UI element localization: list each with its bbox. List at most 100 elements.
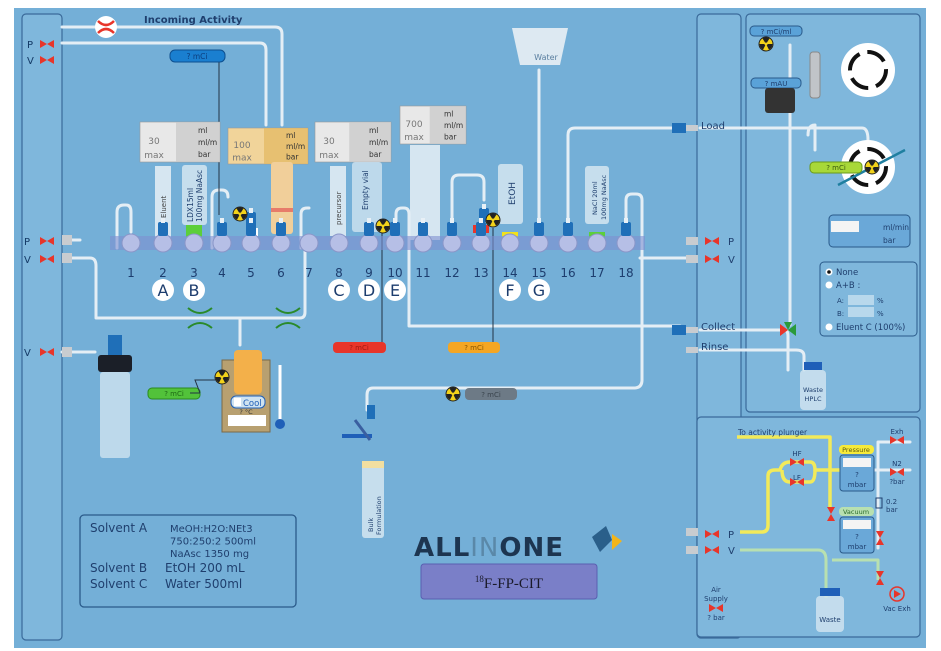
syringe-unit: ml/m bbox=[198, 138, 217, 147]
manifold-stopcock[interactable] bbox=[385, 233, 405, 253]
manifold-stopcock[interactable] bbox=[529, 233, 549, 253]
manifold-stopcock[interactable] bbox=[153, 233, 173, 253]
pressure-label: Pressure bbox=[842, 446, 870, 454]
position-number: 18 bbox=[618, 266, 633, 280]
etoh-label: EtOH bbox=[508, 182, 518, 205]
manifold-stopcock[interactable] bbox=[241, 233, 261, 253]
syringe-unit: ml/m bbox=[444, 121, 463, 130]
svg-text:?: ? bbox=[855, 533, 859, 541]
manifold-stopcock[interactable] bbox=[271, 233, 291, 253]
activity-value: ? mCi bbox=[187, 52, 208, 61]
radiation-detector-icon bbox=[445, 386, 461, 402]
radiation-detector-icon bbox=[232, 206, 248, 222]
thermometer-icon bbox=[275, 419, 285, 429]
vacuum-pump-icon[interactable] bbox=[889, 586, 905, 602]
manifold-stopcock[interactable] bbox=[299, 233, 319, 253]
manifold-stopcock[interactable] bbox=[442, 233, 462, 253]
uv-detector bbox=[765, 88, 795, 113]
flow-input[interactable] bbox=[831, 221, 859, 232]
nacl-label: 100mg NaAsc bbox=[600, 174, 608, 220]
reagent-position-marker: C bbox=[328, 279, 350, 301]
reagent-position-marker: B bbox=[183, 279, 205, 301]
svg-text:Waste: Waste bbox=[803, 386, 823, 394]
syringe-max: max bbox=[404, 133, 424, 143]
p-label: P bbox=[728, 237, 734, 248]
eluent-option-label: Eluent C (100%) bbox=[836, 323, 905, 333]
solvent-label: Solvent A bbox=[90, 521, 148, 535]
svg-text:0.2: 0.2 bbox=[886, 498, 897, 506]
manifold-stopcock[interactable] bbox=[329, 233, 349, 253]
manifold-stopcock[interactable] bbox=[558, 233, 578, 253]
eluent-option-radio[interactable]: A+B : bbox=[825, 281, 861, 291]
restrictor-icon bbox=[187, 307, 213, 329]
activity-readout-orange bbox=[448, 342, 500, 353]
regulator-icon bbox=[875, 497, 883, 509]
manifold-stopcock[interactable] bbox=[500, 233, 520, 253]
syringe-volume: 30 bbox=[148, 137, 160, 147]
position-number: 16 bbox=[560, 266, 575, 280]
activity-readout-red bbox=[333, 342, 386, 353]
bulk-label: Bulk bbox=[367, 518, 375, 532]
syringe-unit: bar bbox=[198, 150, 211, 159]
position-letter: A bbox=[158, 281, 169, 300]
left-connectors bbox=[62, 235, 72, 357]
manifold-stopcock[interactable] bbox=[212, 233, 232, 253]
manifold-stopcock[interactable] bbox=[413, 233, 433, 253]
manifold-stopcock[interactable] bbox=[184, 233, 204, 253]
svg-text:Supply: Supply bbox=[704, 595, 728, 603]
radiation-detector-icon bbox=[485, 212, 501, 228]
incoming-activity-valve[interactable] bbox=[95, 16, 117, 38]
manifold-stopcock[interactable] bbox=[616, 233, 636, 253]
position-letter: C bbox=[333, 281, 344, 300]
injection-valve-top[interactable] bbox=[841, 43, 895, 97]
air-supply-pressure: ? bar bbox=[707, 614, 725, 622]
v-label: V bbox=[728, 255, 735, 266]
syringe-unit: bar bbox=[286, 153, 299, 162]
position-letter: E bbox=[390, 281, 400, 300]
activity-value: ? mCi bbox=[464, 344, 484, 352]
radiation-detector-icon bbox=[758, 36, 774, 52]
a-percent-input[interactable] bbox=[848, 295, 874, 305]
pressure-label-badge bbox=[839, 445, 874, 454]
restrictor-icon bbox=[275, 307, 301, 329]
precursor-label: precursor bbox=[335, 191, 343, 225]
eluent-option-radio[interactable]: Eluent C (100%) bbox=[825, 323, 906, 333]
bulk-formulation-vial: Bulk Formulation bbox=[342, 405, 384, 538]
cool-toggle[interactable]: Cool bbox=[230, 395, 266, 409]
water-bag-label: Water bbox=[534, 53, 558, 62]
svg-text:Waste: Waste bbox=[819, 616, 840, 624]
syringe-unit: bar bbox=[369, 150, 382, 159]
empty-vial-label: Empty vial bbox=[361, 170, 370, 210]
manifold-stopcock[interactable] bbox=[471, 233, 491, 253]
detector-readout bbox=[749, 25, 803, 37]
product-box bbox=[420, 563, 598, 600]
detector-value: ? mCi/ml bbox=[761, 28, 792, 36]
v-label: V bbox=[24, 348, 31, 359]
incoming-activity-label: Incoming Activity bbox=[144, 15, 243, 26]
manifold-stopcock[interactable] bbox=[359, 233, 379, 253]
ldx-label: 100mg NaAsc bbox=[195, 170, 204, 222]
hf-label: HF bbox=[792, 450, 801, 458]
position-number: 15 bbox=[531, 266, 546, 280]
position-number: 7 bbox=[305, 266, 313, 280]
radiation-detector-icon bbox=[214, 369, 230, 385]
eluent-option-radio[interactable]: None bbox=[825, 268, 859, 278]
solvents-box bbox=[79, 514, 297, 608]
b-label: B: bbox=[837, 310, 844, 318]
ldx-label: LDX15ml bbox=[186, 188, 195, 222]
eluent-option-label: None bbox=[836, 268, 858, 278]
svg-text:ALLINONE: ALLINONE bbox=[414, 533, 564, 563]
manifold-stopcock[interactable] bbox=[587, 233, 607, 253]
a-label: A: bbox=[837, 297, 844, 305]
manifold-stopcock[interactable] bbox=[121, 233, 141, 253]
b-percent-input[interactable] bbox=[848, 307, 874, 317]
position-number: 9 bbox=[365, 266, 373, 280]
collect-three-way-valve[interactable] bbox=[780, 322, 796, 336]
syringe-volume: 30 bbox=[323, 137, 335, 147]
syringe-unit: ml bbox=[444, 110, 453, 119]
